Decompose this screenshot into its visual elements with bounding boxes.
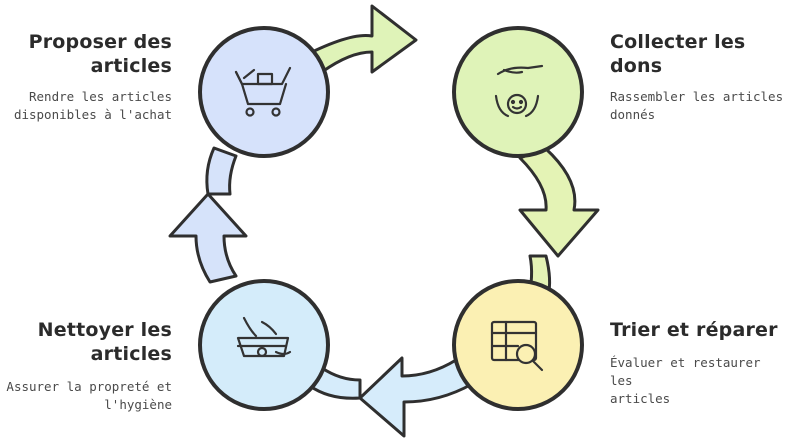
step-desc-sort-line2: articles	[610, 391, 671, 406]
arrow-left	[168, 146, 248, 284]
step-desc-propose: Rendre les articles disponibles à l'acha…	[0, 88, 172, 124]
step-title-collect: Collecter les dons	[610, 30, 785, 78]
step-desc-collect-line1: Rassembler les articles	[610, 89, 784, 104]
step-desc-clean-line2: l'hygiène	[104, 397, 172, 412]
donation-hand-icon	[494, 64, 544, 118]
step-title-collect-line1: Collecter les	[610, 31, 746, 53]
step-circle-collect	[452, 26, 584, 158]
arrow-bottom	[308, 356, 474, 438]
step-title-collect-line2: dons	[610, 55, 663, 77]
step-desc-sort-line1: Évaluer et restaurer les	[610, 355, 761, 388]
step-desc-clean-line1: Assurer la propreté et	[6, 379, 172, 394]
arrow-right	[518, 146, 600, 302]
arrow-top	[298, 4, 418, 74]
step-title-clean-line1: Nettoyer les	[37, 319, 172, 341]
step-desc-clean: Assurer la propreté et l'hygiène	[0, 378, 172, 414]
step-desc-collect: Rassembler les articles donnés	[610, 88, 788, 124]
step-title-propose-line1: Proposer des	[28, 31, 172, 53]
step-title-sort: Trier et réparer	[610, 318, 788, 342]
step-title-clean: Nettoyer les articles	[2, 318, 172, 366]
step-title-sort-line1: Trier et réparer	[610, 319, 778, 341]
step-desc-collect-line2: donnés	[610, 107, 656, 122]
step-desc-propose-line1: Rendre les articles	[29, 89, 172, 104]
shopping-cart-icon	[234, 66, 292, 117]
step-desc-propose-line2: disponibles à l'achat	[13, 107, 172, 122]
step-title-clean-line2: articles	[90, 343, 172, 365]
step-title-propose: Proposer des articles	[2, 30, 172, 78]
step-circle-propose	[198, 26, 330, 158]
cleaning-basket-icon	[236, 316, 292, 358]
table-search-icon	[490, 320, 544, 372]
step-desc-sort: Évaluer et restaurer les articles	[610, 354, 788, 408]
step-title-propose-line2: articles	[90, 55, 172, 77]
